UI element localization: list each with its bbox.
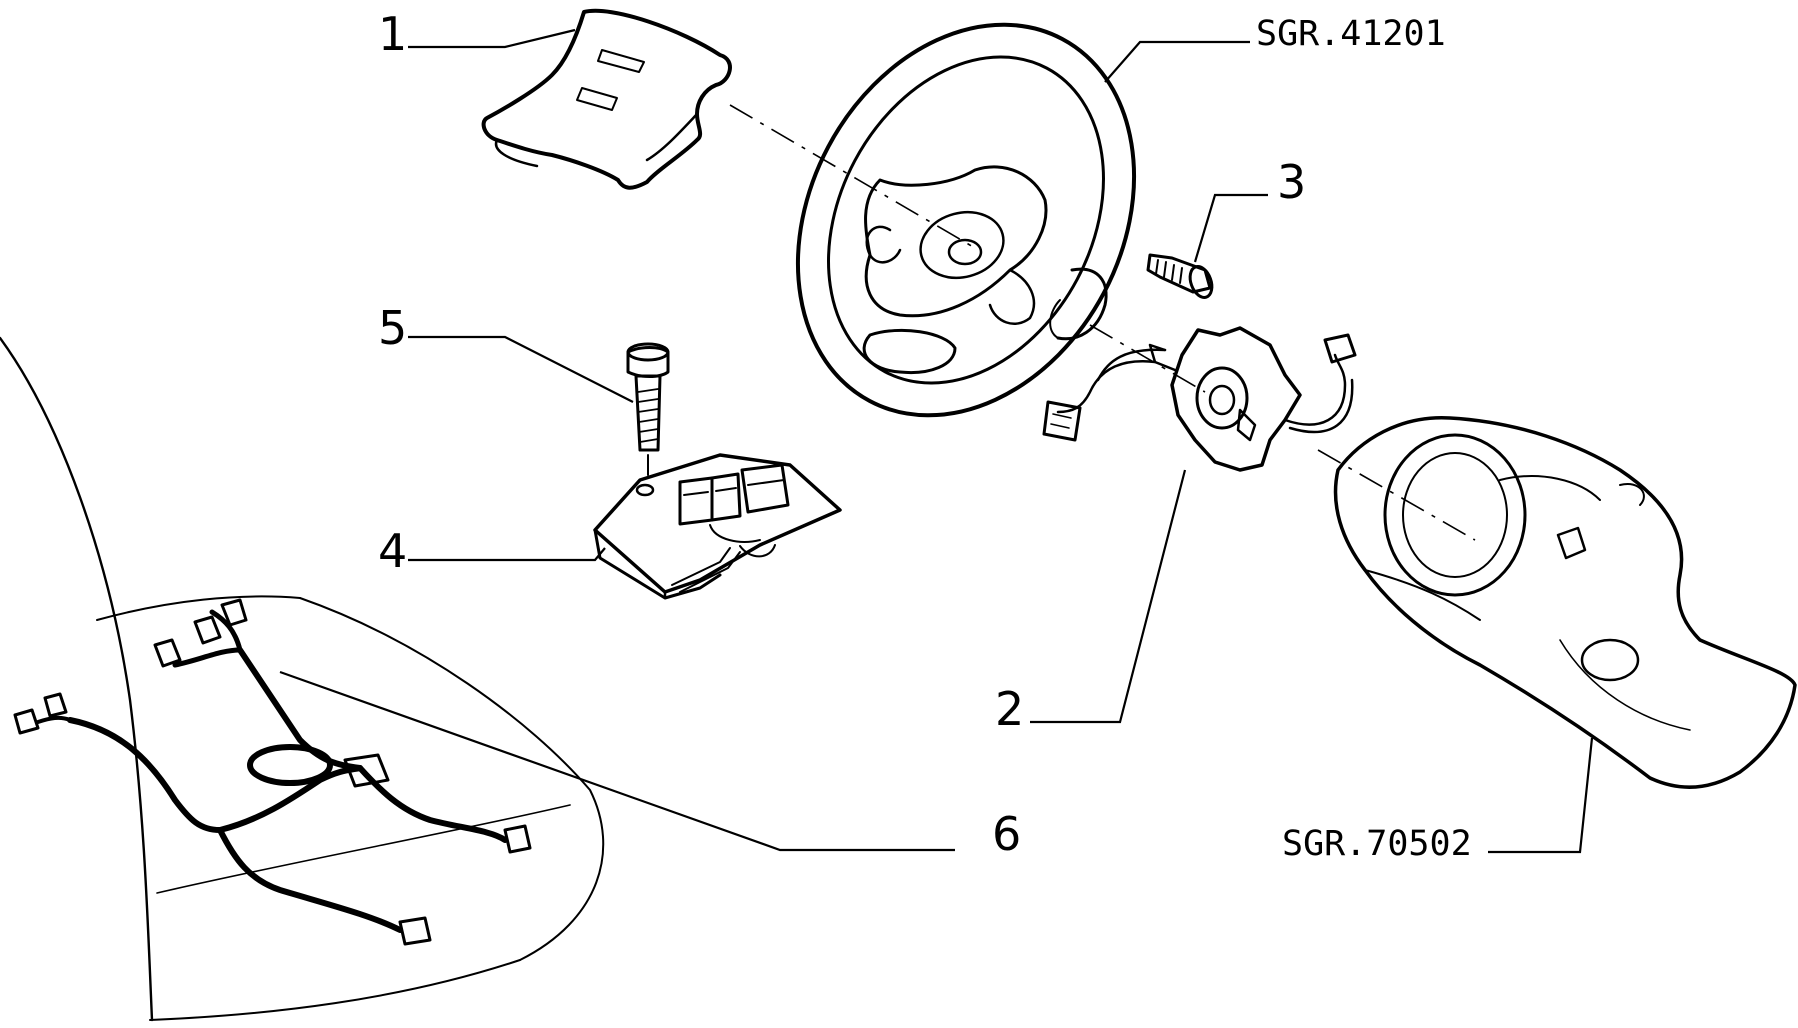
leader-sgr41201 [1104,40,1250,83]
screw [1146,253,1214,299]
dashboard-outline [0,336,605,1022]
reference-sgr-70502: SGR.70502 [1282,824,1472,864]
callout-6: 6 [992,807,1021,861]
clock-spring [1042,326,1357,472]
leader-lines [279,28,1594,854]
airbag-wiring-harness [13,598,532,946]
reference-sgr-41201: SGR.41201 [1256,14,1446,54]
leader-4 [408,547,606,562]
steering-wheel [795,22,1137,418]
callout-3: 3 [1277,155,1306,209]
callout-1: 1 [378,7,407,61]
callout-labels: 1 5 4 3 2 6 SGR.41201 SGR.70502 [378,7,1472,864]
airbag-module [481,8,732,190]
assembly-axis-lines [729,104,1476,541]
steering-column-cover [1333,416,1797,789]
leader-3 [1193,193,1268,263]
leader-2 [1030,469,1187,724]
callout-4: 4 [378,524,407,578]
airbag-control-unit [593,453,842,600]
leader-5 [408,335,634,403]
callout-5: 5 [378,301,407,355]
callout-2: 2 [995,682,1024,736]
bolt [626,342,670,476]
leader-6 [279,670,955,852]
leader-sgr70502 [1488,737,1594,854]
leader-1 [408,28,576,49]
